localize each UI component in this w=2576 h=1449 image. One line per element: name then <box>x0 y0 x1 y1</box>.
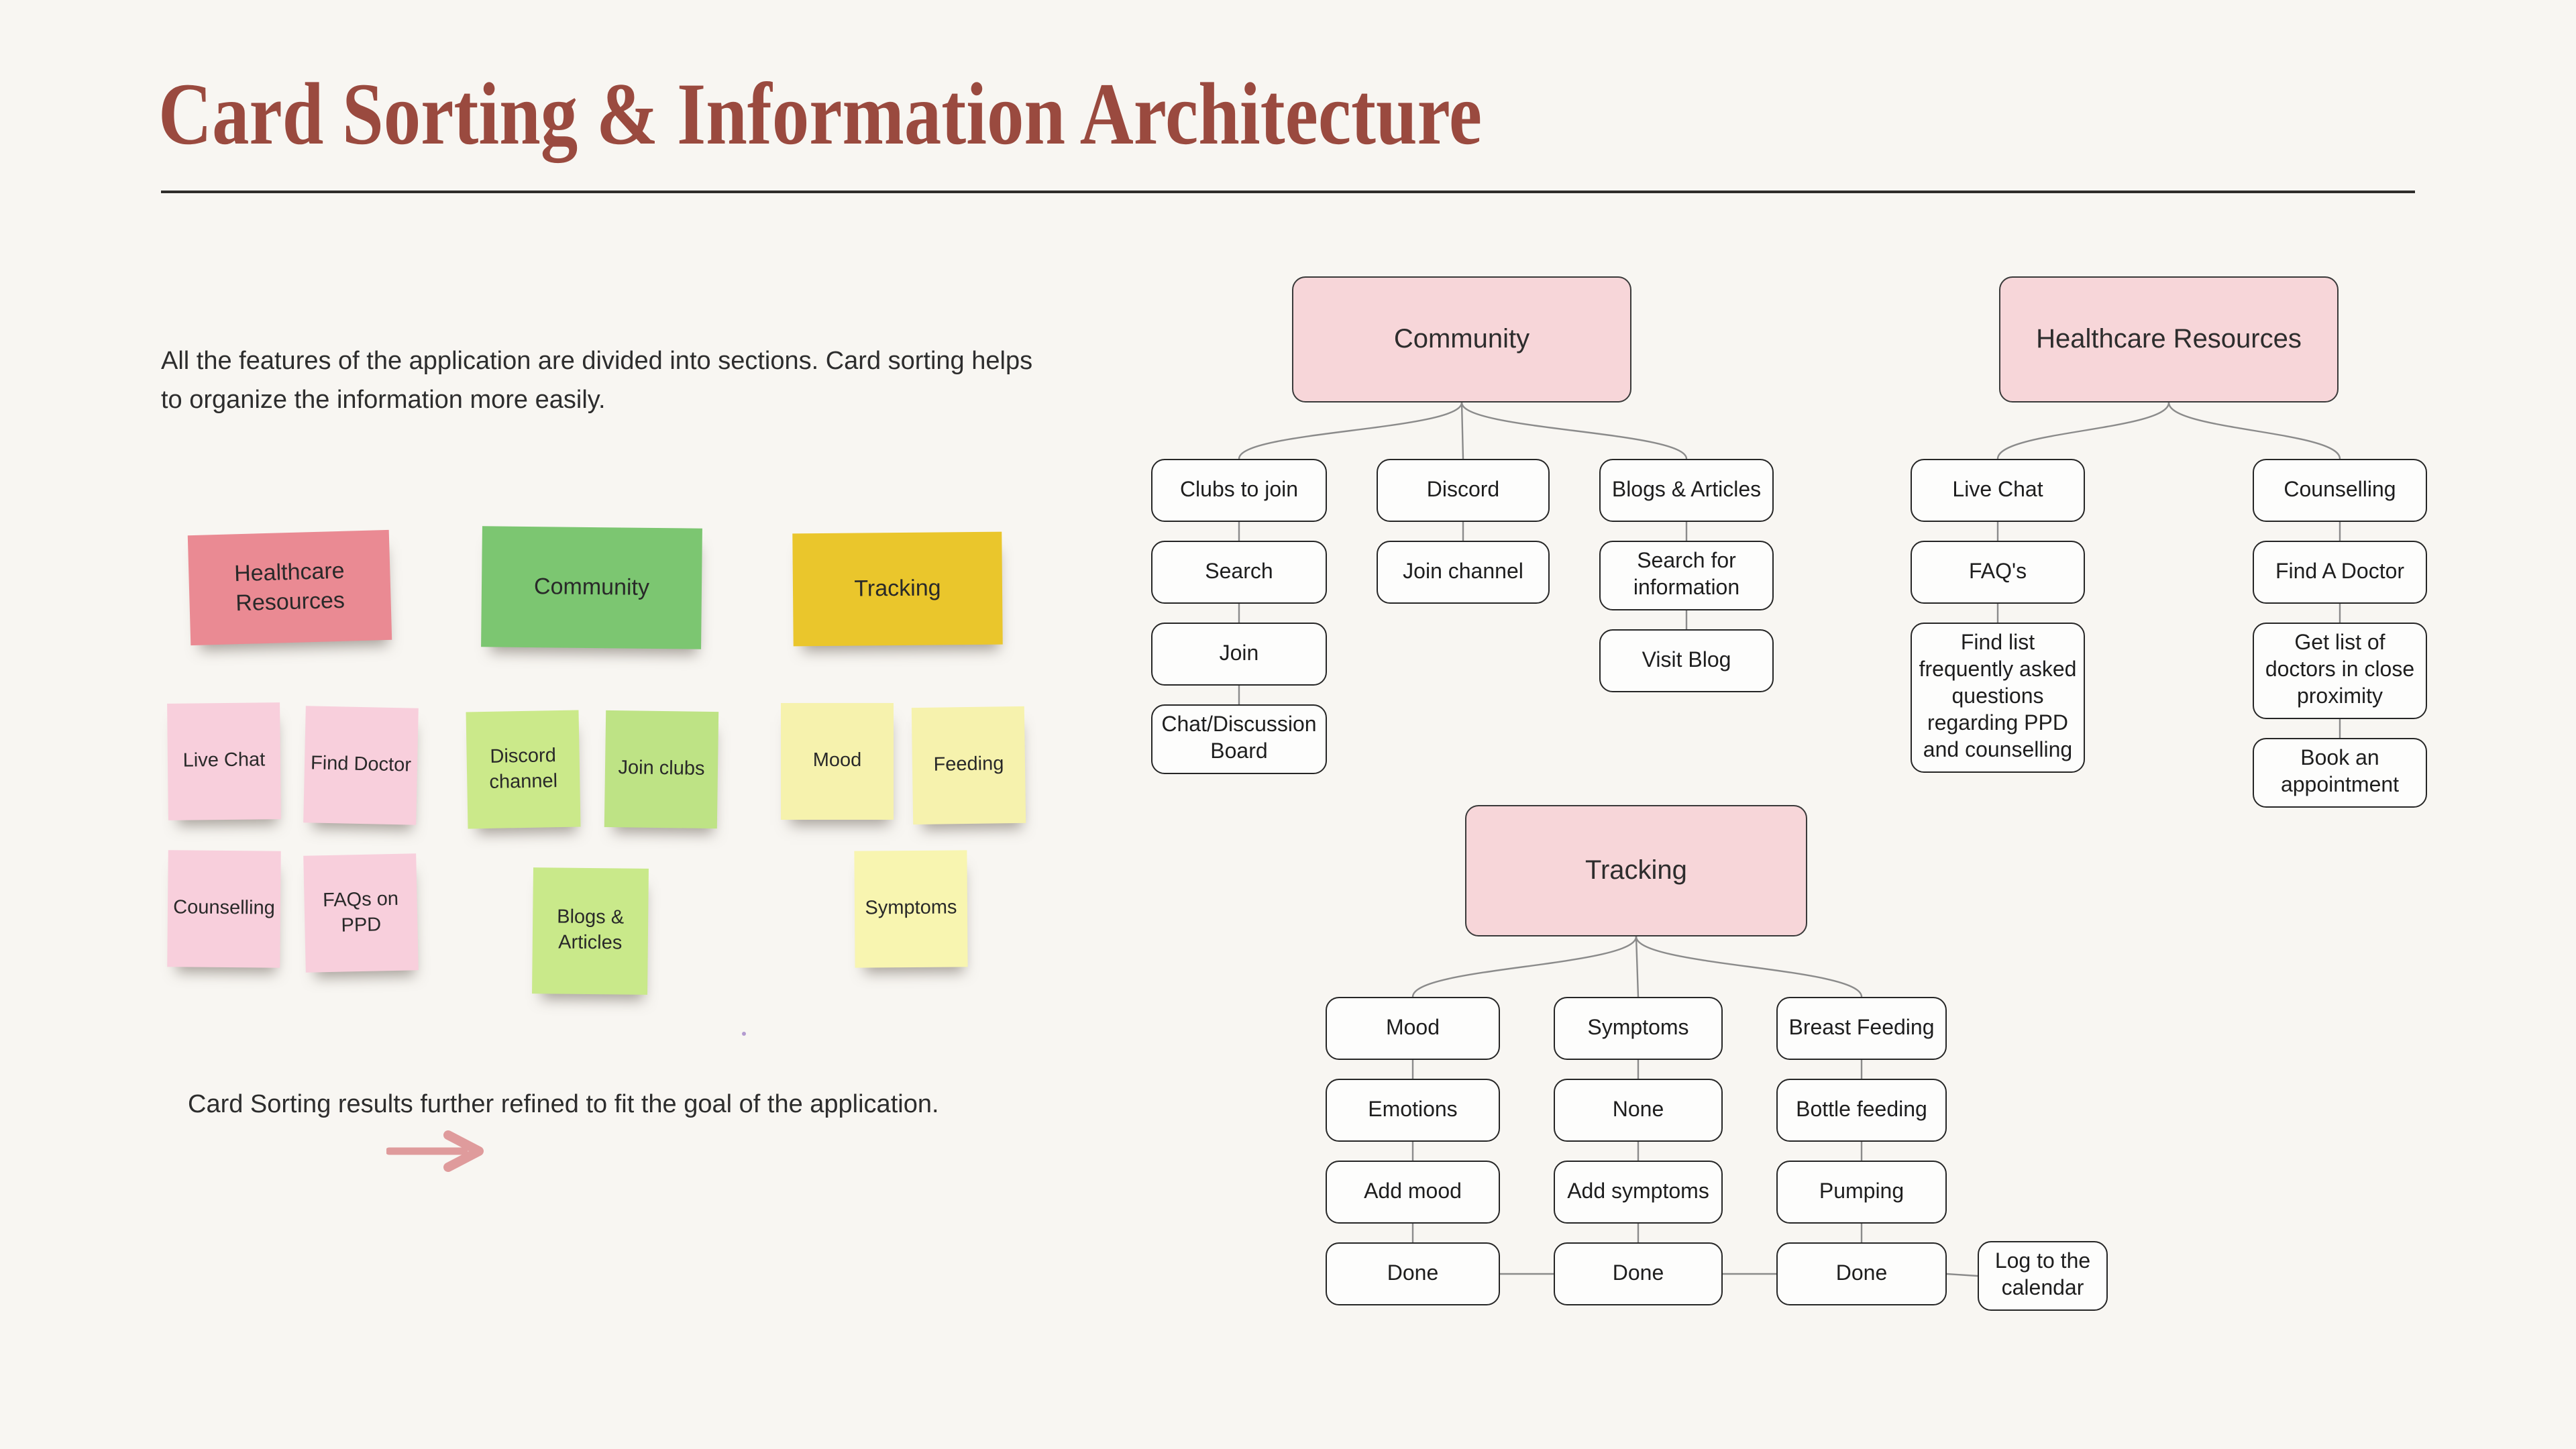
tree-connectors <box>1411 936 1978 1277</box>
tree-root-community: Community <box>1292 276 1631 402</box>
tree-node-emotions: Emotions <box>1326 1079 1500 1142</box>
tree-root-healthcare-resources: Healthcare Resources <box>1999 276 2339 402</box>
tree-node-none: None <box>1554 1079 1723 1142</box>
intro-text: All the features of the application are … <box>161 347 1033 414</box>
title-underline <box>161 191 2415 193</box>
sticky-discord-channel: Discord channel <box>466 710 581 829</box>
sticky-label: Symptoms <box>865 897 957 920</box>
tree-node-live-chat: Live Chat <box>1911 459 2085 522</box>
tree-connectors <box>1996 402 2341 738</box>
sticky-feeding: Feeding <box>911 706 1026 825</box>
tree-node-discord: Discord <box>1377 459 1550 522</box>
stray-dot <box>742 1032 746 1036</box>
page-title: Card Sorting & Information Architecture <box>158 66 1483 164</box>
sticky-live-chat: Live Chat <box>167 702 281 820</box>
sticky-label: Blogs & Articles <box>557 906 625 955</box>
tree-node-pumping: Pumping <box>1776 1161 1947 1224</box>
tree-node-join-channel: Join channel <box>1377 541 1550 604</box>
tree-node-visit-blog: Visit Blog <box>1599 629 1774 692</box>
sticky-community: Community <box>481 526 702 649</box>
sticky-find-doctor: Find Doctor <box>303 706 419 825</box>
tree-node-add-mood: Add mood <box>1326 1161 1500 1224</box>
tree-node-counselling: Counselling <box>2253 459 2427 522</box>
sticky-tracking: Tracking <box>792 531 1003 647</box>
tree-root-tracking: Tracking <box>1465 805 1807 936</box>
sticky-label: Community <box>533 574 650 600</box>
sticky-label: Find Doctor <box>310 753 412 777</box>
sticky-label: Tracking <box>854 575 941 602</box>
tree-node-mood: Mood <box>1326 997 1500 1060</box>
tree-node-search-for-information: Search for information <box>1599 541 1774 610</box>
sticky-label: Feeding <box>933 753 1004 776</box>
tree-node-symptoms: Symptoms <box>1554 997 1723 1060</box>
tree-node-get-list-of-doctors-in-close-proximity: Get list of doctors in close proximity <box>2253 623 2427 719</box>
sticky-label: Healthcare Resources <box>233 557 345 616</box>
tree-node-done: Done <box>1326 1242 1500 1305</box>
sticky-label: FAQs on PPD <box>322 888 399 936</box>
sticky-label: Discord channel <box>489 745 558 793</box>
tree-node-bottle-feeding: Bottle feeding <box>1776 1079 1947 1142</box>
tree-node-blogs-articles: Blogs & Articles <box>1599 459 1774 522</box>
sticky-label: Counselling <box>173 897 275 920</box>
sticky-label: Mood <box>812 750 862 772</box>
tree-node-book-an-appointment: Book an appointment <box>2253 738 2427 808</box>
tree-node-clubs-to-join: Clubs to join <box>1151 459 1327 522</box>
sticky-join-clubs: Join clubs <box>604 710 719 829</box>
refined-note: Card Sorting results further refined to … <box>188 1091 939 1119</box>
sticky-symptoms: Symptoms <box>854 850 968 968</box>
tree-node-done: Done <box>1776 1242 1947 1305</box>
sticky-label: Join clubs <box>618 757 705 781</box>
tree-node-log-to-the-calendar: Log to the calendar <box>1978 1241 2108 1311</box>
tree-node-breast-feeding: Breast Feeding <box>1776 997 1947 1060</box>
sticky-label: Live Chat <box>182 749 266 772</box>
sticky-faqs-on-ppd: FAQs on PPD <box>303 853 419 973</box>
tree-node-faq-s: FAQ's <box>1911 541 2085 604</box>
tree-node-chat-discussion-board: Chat/Discussion Board <box>1151 704 1327 774</box>
tree-node-find-list-frequently-asked-questions-regarding-ppd-and-counselling: Find list frequently asked questions reg… <box>1911 623 2085 773</box>
sticky-counselling: Counselling <box>167 850 281 968</box>
tree-node-find-a-doctor: Find A Doctor <box>2253 541 2427 604</box>
sticky-healthcare-resources: Healthcare Resources <box>187 529 392 646</box>
right-arrow-icon <box>386 1130 484 1172</box>
tree-node-join: Join <box>1151 623 1327 686</box>
tree-node-add-symptoms: Add symptoms <box>1554 1161 1723 1224</box>
tree-node-done: Done <box>1554 1242 1723 1305</box>
sticky-mood: Mood <box>781 703 894 820</box>
tree-connectors <box>1238 402 1688 704</box>
sticky-blogs-articles: Blogs & Articles <box>532 867 649 995</box>
tree-node-search: Search <box>1151 541 1327 604</box>
